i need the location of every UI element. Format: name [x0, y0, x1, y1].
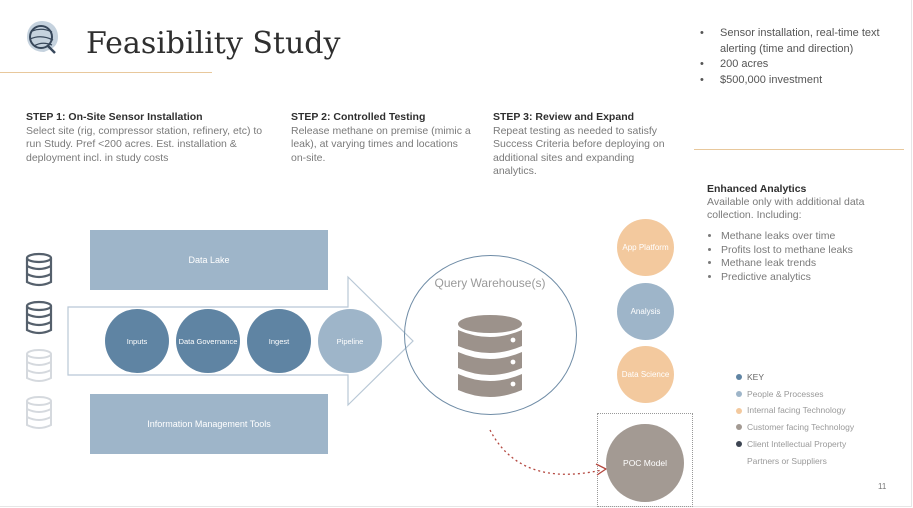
- enhanced-analytics-list: Methane leaks over time Profits lost to …: [707, 230, 902, 284]
- ingest-circle: Ingest: [247, 309, 311, 373]
- inputs-circle: Inputs: [105, 309, 169, 373]
- pipeline-arrow: [67, 275, 414, 407]
- dotted-connector-arrow: [489, 429, 608, 476]
- legend-swatch: [736, 374, 742, 381]
- database-icon: [458, 315, 522, 397]
- legend: KEY People & Processes Internal facing T…: [736, 369, 854, 469]
- legend-label: Partners or Suppliers: [747, 455, 827, 466]
- step-1-body: Select site (rig, compressor station, re…: [26, 124, 263, 164]
- data-lake-box: Data Lake: [90, 230, 328, 290]
- summary-bullet: •$500,000 investment: [700, 73, 905, 89]
- step-1: STEP 1: On-Site Sensor Installation Sele…: [26, 111, 271, 165]
- legend-swatch: [736, 424, 742, 431]
- pipeline-circle: Pipeline: [318, 309, 382, 373]
- summary-bullet-text: $500,000 investment: [720, 73, 823, 86]
- step-2-heading: STEP 2: Controlled Testing: [291, 111, 426, 123]
- query-warehouse-circle: [404, 255, 577, 415]
- data-governance-circle: Data Governance: [176, 309, 240, 373]
- enhanced-analytics-heading: Enhanced Analytics: [707, 183, 807, 195]
- poc-dotted-frame: [597, 413, 693, 507]
- list-item: Methane leaks over time: [721, 230, 902, 244]
- poc-model-circle: POC Model: [606, 424, 684, 502]
- data-science-circle: Data Science: [617, 346, 674, 403]
- legend-label: Internal facing Technology: [747, 405, 846, 416]
- legend-item: Partners or Suppliers: [736, 453, 854, 470]
- legend-label: Customer facing Technology: [747, 422, 855, 433]
- database-icon: [25, 300, 53, 335]
- section-divider: [694, 149, 904, 150]
- step-2-body: Release methane on premise (mimic a leak…: [291, 124, 471, 164]
- analysis-circle: Analysis: [617, 283, 674, 340]
- step-3: STEP 3: Review and Expand Repeat testing…: [493, 111, 673, 179]
- page-title: Feasibility Study: [86, 26, 341, 61]
- legend-swatch: [736, 391, 742, 398]
- legend-swatch: [736, 407, 742, 414]
- legend-item: Client Intellectual Property: [736, 436, 854, 453]
- step-1-heading: STEP 1: On-Site Sensor Installation: [26, 111, 203, 123]
- legend-title: KEY: [747, 372, 765, 382]
- summary-bullet-text: 200 acres: [720, 58, 769, 70]
- database-icon: [26, 396, 52, 429]
- legend-swatch: [736, 441, 742, 448]
- summary-bullet-text: Sensor installation, real-time text aler…: [720, 27, 880, 55]
- step-3-heading: STEP 3: Review and Expand: [493, 111, 635, 123]
- legend-item: People & Processes: [736, 386, 854, 403]
- information-management-tools-box: Information Management Tools: [90, 394, 328, 454]
- list-item: Predictive analytics: [721, 271, 902, 285]
- legend-item: Customer facing Technology: [736, 419, 854, 436]
- query-warehouse-label: Query Warehouse(s): [434, 276, 546, 290]
- title-underline: [0, 72, 212, 73]
- enhanced-analytics-body: Available only with additional data coll…: [707, 196, 865, 221]
- summary-bullets: •Sensor installation, real-time text ale…: [700, 26, 905, 88]
- step-3-body: Repeat testing as needed to satisfy Succ…: [493, 124, 665, 178]
- list-item: Profits lost to methane leaks: [721, 244, 902, 258]
- app-platform-circle: App Platform: [617, 219, 674, 276]
- database-icon: [26, 349, 52, 382]
- logo-icon: [27, 21, 58, 54]
- summary-bullet: •200 acres: [700, 57, 905, 73]
- enhanced-analytics: Enhanced Analytics Available only with a…: [707, 183, 902, 284]
- database-stack-icons: [25, 252, 53, 429]
- legend-label: People & Processes: [747, 388, 824, 399]
- legend-title-row: KEY: [736, 369, 854, 386]
- step-2: STEP 2: Controlled Testing Release metha…: [291, 111, 471, 165]
- page-number: 11: [878, 482, 887, 491]
- summary-bullet: •Sensor installation, real-time text ale…: [700, 26, 905, 57]
- database-icon: [25, 252, 53, 287]
- list-item: Methane leak trends: [721, 257, 902, 271]
- legend-label: Client Intellectual Property: [747, 438, 847, 449]
- legend-item: Internal facing Technology: [736, 402, 854, 419]
